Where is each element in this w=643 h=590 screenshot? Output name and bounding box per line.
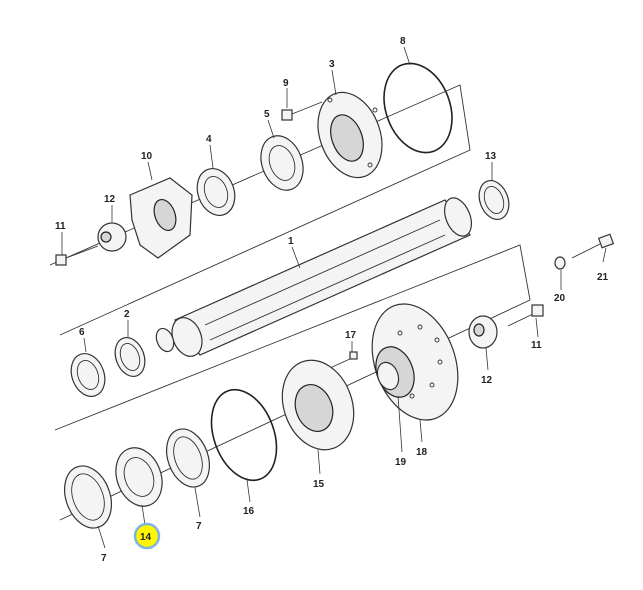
callout-8[interactable]: 8 xyxy=(400,36,406,47)
flange-housing-part-3[interactable] xyxy=(307,83,393,186)
callout-18[interactable]: 18 xyxy=(416,447,428,458)
callout-20[interactable]: 20 xyxy=(554,293,566,304)
seal-ring-part-4[interactable] xyxy=(191,163,241,220)
callout-7-right[interactable]: 7 xyxy=(196,521,202,532)
callout-11-upper[interactable]: 11 xyxy=(55,221,66,232)
callout-3[interactable]: 3 xyxy=(329,59,335,70)
callout-14[interactable]: 14 xyxy=(140,532,152,543)
upper-assembly-frame xyxy=(49,84,471,336)
callout-7-left[interactable]: 7 xyxy=(101,553,107,564)
callout-17[interactable]: 17 xyxy=(345,330,357,341)
brake-disc-part-18[interactable] xyxy=(357,292,473,432)
seal-part-6[interactable] xyxy=(65,349,110,401)
callout-labels: 8 3 9 5 4 10 12 11 13 1 21 20 6 2 17 11 … xyxy=(55,36,609,564)
seal-ring-part-7-left[interactable] xyxy=(56,459,119,534)
bolt-part-9[interactable] xyxy=(281,101,323,121)
o-ring-part-16[interactable] xyxy=(200,381,289,490)
stud-part-17[interactable] xyxy=(329,351,358,369)
shaft-part[interactable] xyxy=(153,194,477,361)
washer-part-20[interactable] xyxy=(554,256,566,270)
bearing-part-14[interactable] xyxy=(108,441,170,512)
callout-12-upper[interactable]: 12 xyxy=(104,194,116,205)
callout-13[interactable]: 13 xyxy=(485,151,497,162)
hub-part-19[interactable] xyxy=(369,341,421,402)
bolt-part-11-lower[interactable] xyxy=(507,304,544,327)
bolt-part-21[interactable] xyxy=(571,233,615,259)
callout-9[interactable]: 9 xyxy=(283,78,289,89)
washer-part-12-upper[interactable] xyxy=(97,222,127,252)
bolt-part-11-upper[interactable] xyxy=(55,245,99,266)
callout-6[interactable]: 6 xyxy=(79,327,85,338)
callout-5[interactable]: 5 xyxy=(264,109,270,120)
callout-11-lower[interactable]: 11 xyxy=(531,340,542,351)
callout-16[interactable]: 16 xyxy=(243,506,255,517)
callout-21[interactable]: 21 xyxy=(597,272,609,283)
leader-lines xyxy=(61,46,607,549)
ring-part-13[interactable] xyxy=(474,176,514,223)
callout-2[interactable]: 2 xyxy=(124,309,130,320)
o-ring-part-8[interactable] xyxy=(372,54,464,162)
callout-12-lower[interactable]: 12 xyxy=(481,375,493,386)
yoke-flange-part-10[interactable] xyxy=(129,177,193,259)
seal-ring-part-7-right[interactable] xyxy=(159,423,217,493)
callout-10[interactable]: 10 xyxy=(141,151,153,162)
housing-part-15[interactable] xyxy=(270,350,365,460)
callout-1[interactable]: 1 xyxy=(288,236,294,247)
callout-19[interactable]: 19 xyxy=(395,457,407,468)
washer-part-12-lower[interactable] xyxy=(468,315,498,349)
ring-part-2[interactable] xyxy=(110,333,150,380)
callout-15[interactable]: 15 xyxy=(313,479,325,490)
callout-4[interactable]: 4 xyxy=(206,134,212,145)
bearing-part-5[interactable] xyxy=(254,130,311,196)
callout-14-highlight[interactable]: 14 xyxy=(133,522,161,550)
